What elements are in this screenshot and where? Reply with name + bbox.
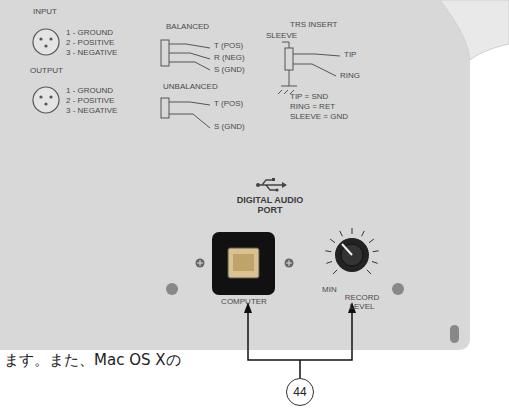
panel-holes (166, 283, 459, 343)
port-name: COMPUTER (214, 298, 274, 307)
port-title: DIGITAL AUDIO PORT (225, 196, 315, 216)
body-text: ます。また、Mac OS Xの (4, 352, 181, 369)
knob-name: RECORD LEVEL (340, 294, 384, 312)
signal-name: T (POS) (214, 42, 243, 51)
signal-name: T (POS) (214, 100, 243, 109)
knob-pointer (342, 244, 352, 255)
wiring-heading: UNBALANCED (163, 83, 218, 92)
port-heading: OUTPUT (30, 67, 63, 76)
usb-icon (258, 180, 282, 190)
usb-contacts (233, 254, 254, 271)
knob-cap (341, 244, 363, 266)
scale-tick (352, 228, 353, 234)
pin-name: 3 - NEGATIVE (66, 107, 117, 116)
callout-number: 44 (293, 385, 306, 399)
scale-tick (372, 261, 378, 263)
record-knob (335, 238, 369, 272)
knob-mark: MIN (322, 286, 337, 295)
callout-leaders (248, 312, 352, 378)
scale-tick (325, 250, 331, 252)
scale-tick (333, 270, 337, 274)
panel (0, 0, 470, 350)
callout-circle: 44 (286, 378, 314, 406)
scale-tick (326, 261, 332, 263)
usb-socket (228, 248, 259, 278)
signal-name: TIP (344, 51, 356, 60)
scale-tick (369, 239, 374, 243)
screws (196, 259, 294, 268)
scale-tick (367, 270, 371, 274)
scale-tick (362, 231, 365, 236)
pin-name: 3 - NEGATIVE (66, 49, 117, 58)
signal-name: S (GND) (214, 66, 245, 75)
signal-name: TIP = SND (290, 93, 328, 102)
signal-name: S (GND) (214, 123, 245, 132)
wiring-heading: TRS INSERT (290, 21, 337, 30)
usb-port (212, 232, 275, 295)
port-heading: INPUT (33, 8, 57, 17)
signal-name: RING (340, 72, 360, 81)
pin-name: 2 - POSITIVE (66, 39, 114, 48)
signal-name: RING = RET (290, 103, 335, 112)
pin-name: 1 - GROUND (66, 29, 113, 38)
scale-tick (340, 231, 343, 236)
wiring-heading: BALANCED (166, 23, 209, 32)
signal-name: R (NEG) (214, 54, 245, 63)
pin-name: 1 - GROUND (66, 87, 113, 96)
scale-tick (373, 250, 379, 252)
scale-tick (330, 239, 335, 243)
signal-name: SLEEVE (266, 32, 297, 41)
knob-scale (325, 228, 378, 274)
panel-side (440, 0, 509, 60)
usb-icon-ends (256, 178, 287, 192)
signal-name: SLEEVE = GND (290, 113, 348, 122)
pin-name: 2 - POSITIVE (66, 97, 114, 106)
